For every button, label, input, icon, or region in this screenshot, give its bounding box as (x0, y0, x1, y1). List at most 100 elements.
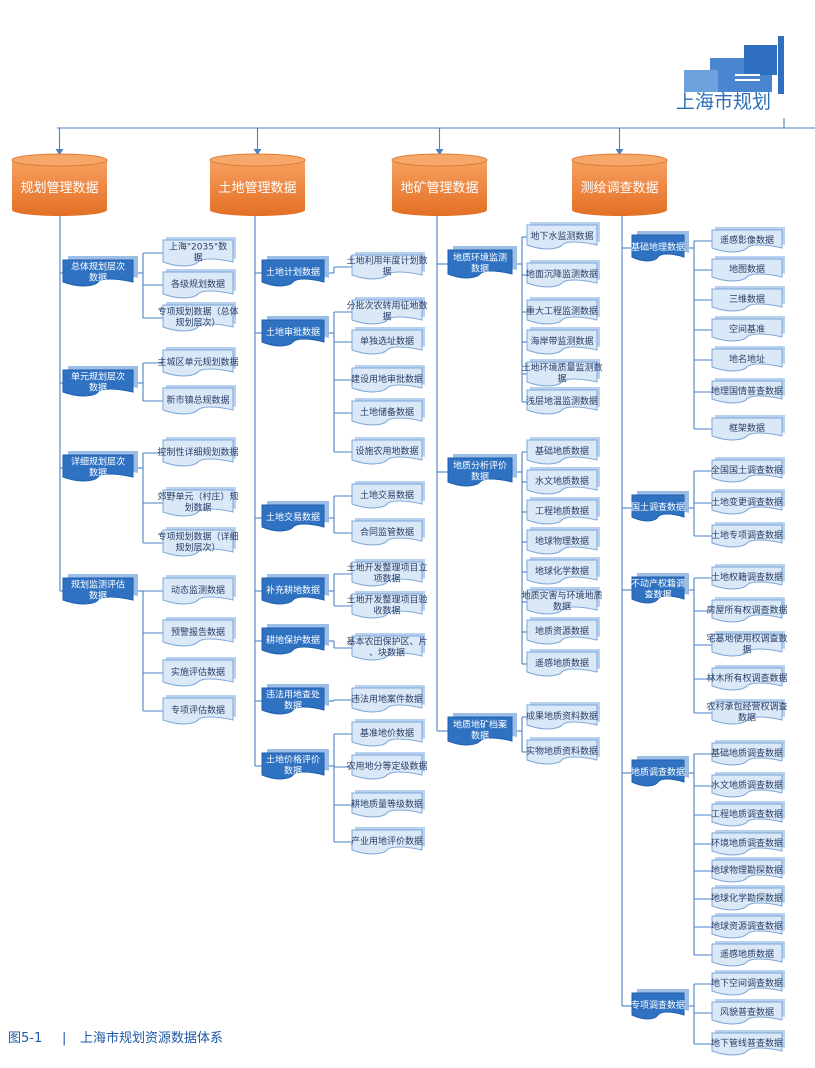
leaf-node: 专项评估数据 (162, 695, 236, 725)
leaf-label: 成果地质资料数据 (526, 710, 598, 722)
leaf-node: 新市镇总规数据 (162, 385, 236, 415)
leaf-label: 基础地质调查数据 (711, 747, 783, 759)
leaf-label: 新市镇总规数据 (166, 394, 229, 406)
group-node: 土地计划数据 (261, 256, 329, 287)
group-label: 数据 (89, 590, 107, 602)
diagram-nodes: 规划管理数据总体规划层次数据上海"2035"数据各级规划数据专项规划数据（总体规… (11, 153, 788, 1056)
leaf-label: 土地利用年度计划数 (346, 255, 427, 267)
leaf-label: 耕地质量等级数据 (351, 798, 423, 810)
group-label: 地质分析评价 (453, 460, 507, 472)
leaf-label: 地球物理数据 (535, 535, 589, 547)
leaf-node: 遥感地质数据 (711, 941, 785, 967)
leaf-label: 基本农田保护区、片 (346, 636, 427, 648)
leaf-label: 规划层次） (175, 542, 220, 554)
leaf-node: 土地交易数据 (351, 481, 425, 509)
leaf-node: 土地储备数据 (351, 398, 425, 426)
leaf-node: 地球资源调查数据 (711, 913, 785, 939)
leaf-label: 划数据 (184, 502, 211, 514)
leaf-label: 浅层地温监测数据 (526, 395, 598, 407)
leaf-label: 据 (382, 311, 391, 323)
leaf-node: 房屋所有权调查数据 (706, 597, 788, 623)
leaf-label: 环境地质调查数据 (711, 837, 783, 849)
leaf-node: 土地变更调查数据 (711, 489, 785, 515)
leaf-label: 据 (193, 252, 202, 264)
leaf-node: 遥感地质数据 (526, 649, 600, 677)
leaf-label: 农用地分等定级数据 (346, 760, 427, 772)
group-label: 违法用地查处 (266, 689, 320, 701)
leaf-label: 水文地质数据 (535, 475, 589, 487)
leaf-label: 地质资源数据 (535, 625, 589, 637)
leaf-node: 水文地质调查数据 (711, 772, 785, 798)
leaf-label: 遥感地质数据 (535, 657, 589, 669)
group-label: 地质地矿档案 (453, 719, 507, 731)
leaf-label: 合同监管数据 (360, 526, 414, 538)
leaf-node: 预警报告数据 (162, 617, 236, 647)
leaf-label: 农村承包经营权调查 (706, 701, 787, 713)
category-label: 土地管理数据 (218, 181, 296, 196)
group-node: 专项调查数据 (631, 989, 689, 1020)
group-node: 地质调查数据 (631, 756, 689, 787)
group-label: 详细规划层次 (71, 456, 125, 468)
connector-lines (55, 118, 815, 1045)
group-label: 国土调查数据 (631, 501, 685, 513)
group-node: 土地交易数据 (261, 501, 329, 532)
leaf-node: 海岸带监测数据 (526, 327, 600, 355)
group-label: 数据 (89, 272, 107, 284)
leaf-label: 重大工程监测数据 (526, 305, 598, 317)
leaf-node: 地下管线普查数据 (711, 1030, 785, 1056)
leaf-label: 上海"2035"数 (169, 241, 227, 253)
leaf-label: 地下管线普查数据 (711, 1037, 783, 1049)
group-label: 地质环境监测 (453, 252, 507, 264)
leaf-label: 遥感地质数据 (720, 948, 774, 960)
leaf-label: 、块数据 (369, 647, 405, 659)
leaf-node: 地质资源数据 (526, 617, 600, 645)
arrow-head-icon (615, 149, 624, 155)
leaf-node: 违法用地案件数据 (351, 685, 425, 713)
group-label: 土地价格评价 (266, 754, 320, 766)
group-label: 土地审批数据 (266, 326, 320, 338)
caption-separator: | (62, 1031, 66, 1046)
leaf-label: 遥感影像数据 (720, 234, 774, 246)
leaf-node: 基础地质数据 (526, 437, 600, 465)
leaf-node: 专项规划数据（总体规划层次） (157, 302, 239, 332)
group-label: 基础地理数据 (631, 241, 685, 253)
leaf-node: 全国国土调查数据 (711, 457, 785, 483)
leaf-label: 专项规划数据（详细 (157, 531, 238, 543)
leaf-label: 实施评估数据 (171, 666, 225, 678)
leaf-label: 地名地址 (729, 353, 765, 365)
leaf-label: 项数据 (373, 573, 400, 585)
leaf-label: 专项评估数据 (171, 704, 225, 716)
figure-caption: 图5-1 | 上海市规划资源数据体系 (8, 1030, 223, 1046)
leaf-label: 工程地质调查数据 (711, 808, 783, 820)
leaf-label: 水文地质调查数据 (711, 779, 783, 791)
leaf-node: 遥感影像数据 (711, 227, 785, 253)
group-label: 不动产权籍调 (631, 578, 685, 590)
leaf-label: 基准地价数据 (360, 727, 414, 739)
leaf-label: 单独选址数据 (360, 335, 414, 347)
leaf-label: 海岸带监测数据 (530, 335, 593, 347)
leaf-node: 重大工程监测数据 (526, 297, 600, 325)
arrow-head-icon (55, 149, 64, 155)
category-label: 规划管理数据 (20, 181, 98, 196)
leaf-node: 动态监测数据 (162, 575, 236, 605)
group-node: 国土调查数据 (631, 491, 689, 522)
leaf-label: 地球化学勘探数据 (711, 892, 783, 904)
group-node: 耕地保护数据 (261, 624, 329, 655)
leaf-label: 专项规划数据（总体 (157, 306, 238, 318)
category-label: 地矿管理数据 (400, 181, 478, 196)
leaf-node: 框架数据 (711, 415, 785, 441)
leaf-node: 合同监管数据 (351, 518, 425, 546)
leaf-label: 据 (742, 644, 751, 656)
